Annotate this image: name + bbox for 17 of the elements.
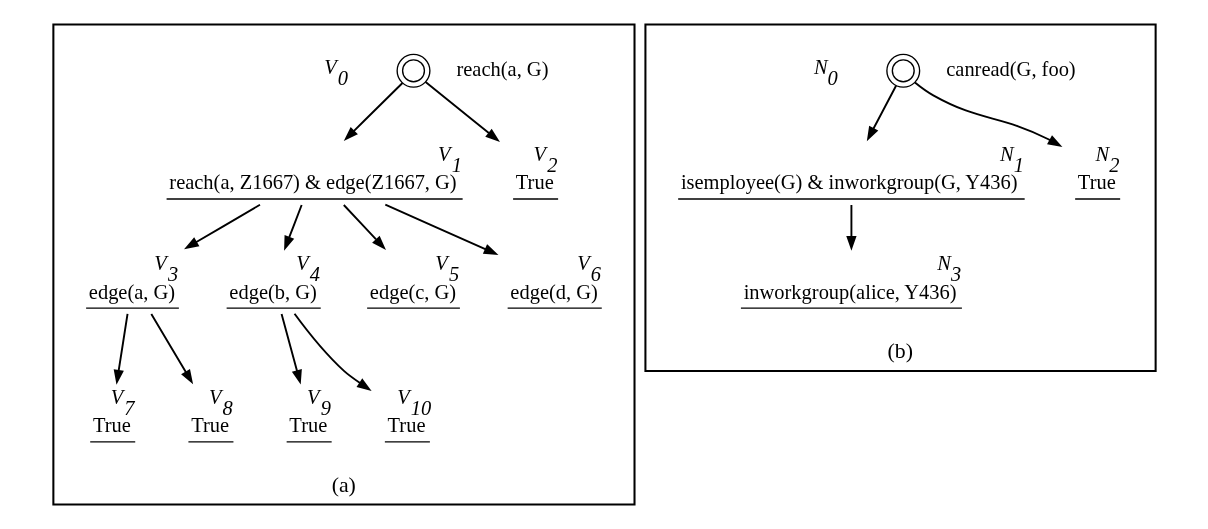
arrow bbox=[383, 203, 498, 255]
arrow bbox=[183, 203, 261, 250]
node-label: reach(a, G) bbox=[455, 57, 548, 80]
node-label: canread(G, foo) bbox=[945, 57, 1076, 80]
arrow bbox=[424, 80, 500, 143]
arrow bbox=[113, 313, 128, 385]
arrow bbox=[283, 204, 303, 251]
arrow bbox=[280, 313, 302, 385]
arrow bbox=[913, 81, 1062, 147]
arrow bbox=[149, 313, 193, 385]
arrow bbox=[342, 204, 386, 251]
node-circle bbox=[395, 53, 431, 88]
arrow bbox=[866, 84, 897, 142]
arrow bbox=[343, 82, 403, 141]
node-circle bbox=[885, 53, 920, 88]
arrow bbox=[845, 204, 857, 251]
arrow bbox=[293, 312, 372, 391]
